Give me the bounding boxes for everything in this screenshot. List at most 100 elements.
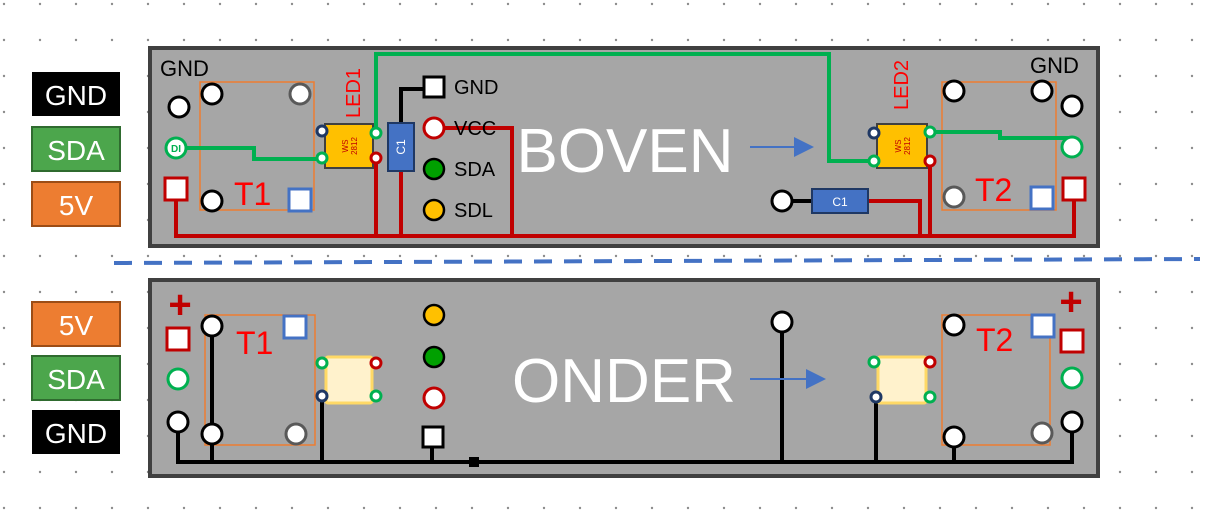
cap-c1-vertical <box>387 122 415 172</box>
trace-cap2-vcc <box>868 199 922 236</box>
legend-sda-box-bottom <box>31 355 121 401</box>
led1-label: LED1 <box>343 68 365 118</box>
legend-gnd-label-bottom: GND <box>45 418 107 449</box>
led1-body <box>324 123 374 169</box>
pad-gnd-left <box>167 95 191 119</box>
bottom-led1-footprint <box>324 355 374 405</box>
bottom-gnd-bus <box>176 422 1074 464</box>
trace-vcc-header <box>434 126 514 236</box>
bottom-led1-pin-2 <box>369 356 383 370</box>
cap-c1-horizontal-label: C1 <box>832 195 848 209</box>
bottom-t1-label: T1 <box>236 325 273 361</box>
bottom-t2-pad-4 <box>1030 421 1054 445</box>
bottom-pad-5v-left <box>165 326 191 352</box>
bottom-pad-5v-right <box>1059 328 1085 354</box>
bottom-board-outline <box>148 278 1100 478</box>
legend-gnd-box-bottom <box>32 410 120 454</box>
top-board: GND GND DI T1 LED1 WS 2812 C1 GND VCC SD… <box>148 46 1100 248</box>
bottom-t1-pad-4 <box>284 422 308 446</box>
header-label-vcc: VCC <box>454 118 496 140</box>
bottom-t2-label: T2 <box>976 322 1013 358</box>
switch-t2-pad-1 <box>942 79 966 103</box>
legend-5v-label: 5V <box>59 190 94 221</box>
trace-di-left <box>175 146 322 161</box>
top-board-title: BOVEN <box>516 117 733 186</box>
legend-5v-label-bottom: 5V <box>59 310 94 341</box>
led1-pin-vcc <box>369 151 383 165</box>
plus-right: + <box>1059 280 1082 324</box>
header-label-gnd: GND <box>454 77 498 99</box>
switch-t2-pad-3 <box>942 185 966 209</box>
led2-pin-dout <box>923 125 937 139</box>
pad-di-left <box>164 136 188 160</box>
cap-c1-vertical-label: C1 <box>394 139 408 155</box>
pad-do-right <box>1060 135 1084 159</box>
legend-sda-box <box>31 126 121 172</box>
bottom-header-pad-gnd <box>421 425 445 449</box>
bottom-t1-pad-2 <box>282 314 308 340</box>
led1-pin-gnd <box>315 124 329 138</box>
switch-t1-label: T1 <box>234 176 271 212</box>
led1-pin-din <box>315 151 329 165</box>
pad-5v-left <box>163 176 189 202</box>
trace-do-right <box>930 130 1072 140</box>
switch-t1-pad-2 <box>288 82 312 106</box>
bottom-pad-gnd-left <box>166 410 190 434</box>
header-label-sda: SDA <box>454 159 496 181</box>
bottom-t2-pad-1 <box>942 313 966 337</box>
bottom-switch-t1-outline <box>204 314 316 446</box>
cap-c1-horizontal <box>811 188 869 214</box>
switch-t2-outline <box>941 81 1057 211</box>
legend-gnd-box <box>32 72 120 116</box>
switch-t1-pad-1 <box>200 82 224 106</box>
legend-sda-label: SDA <box>47 135 105 166</box>
bottom-pad-gnd-right <box>1060 410 1084 434</box>
bottom-led2-pin-2 <box>923 355 937 369</box>
trace-5v-bus <box>174 188 1076 238</box>
legend-top: GND SDA 5V <box>31 72 121 227</box>
bottom-header-pad-sdl <box>422 303 446 327</box>
divider-line <box>113 257 1201 265</box>
switch-t2-label: T2 <box>975 172 1012 208</box>
led2-pin-din <box>867 154 881 168</box>
bottom-header-pad-sda <box>422 345 446 369</box>
bottom-led1-pin-3 <box>315 389 329 403</box>
pad-5v-right <box>1061 176 1087 202</box>
pad-gnd-right <box>1060 94 1084 118</box>
led2-label: LED2 <box>891 60 913 110</box>
gnd-label-right: GND <box>1030 53 1079 78</box>
bottom-board: + + T1 ONDER <box>148 278 1100 478</box>
bottom-header-pad-vcc <box>422 386 446 410</box>
bottom-board-title: ONDER <box>512 347 736 416</box>
bottom-pad-sda-right <box>1060 366 1084 390</box>
bottom-led1-pin-4 <box>369 389 383 403</box>
switch-t1-pad-4 <box>287 187 313 213</box>
switch-t2-pad-4 <box>1029 185 1055 211</box>
switch-t2-pad-2 <box>1030 79 1054 103</box>
bottom-t2-pad-3 <box>942 425 966 449</box>
bottom-led2-pin-1 <box>867 355 881 369</box>
bottom-cap-gnd-pad <box>770 310 794 334</box>
legend-5v-box <box>31 181 121 227</box>
trace-gnd-cap1 <box>399 87 432 123</box>
bottom-led2-pin-4 <box>923 390 937 404</box>
led2-pin-vcc <box>923 154 937 168</box>
trace-data-link <box>374 52 876 163</box>
header-pad-gnd <box>422 75 446 99</box>
cap2-gnd-pad <box>770 189 794 213</box>
legend-gnd-label: GND <box>45 80 107 111</box>
gnd-label-left: GND <box>160 56 209 81</box>
led2-chip-2812: 2812 <box>903 137 912 155</box>
led2-chip-ws: WS <box>894 140 903 153</box>
legend-5v-box-bottom <box>31 301 121 347</box>
led1-chip-2812: 2812 <box>350 137 359 155</box>
bottom-switch-t2-outline <box>941 314 1051 446</box>
bottom-led2-pin-3 <box>869 390 883 404</box>
header-label-sdl: SDL <box>454 200 493 222</box>
bottom-pad-sda-left <box>166 367 190 391</box>
led2-body <box>876 123 928 169</box>
header-pad-vcc <box>422 116 446 140</box>
plus-left: + <box>168 283 191 327</box>
header-pad-sda <box>422 157 446 181</box>
